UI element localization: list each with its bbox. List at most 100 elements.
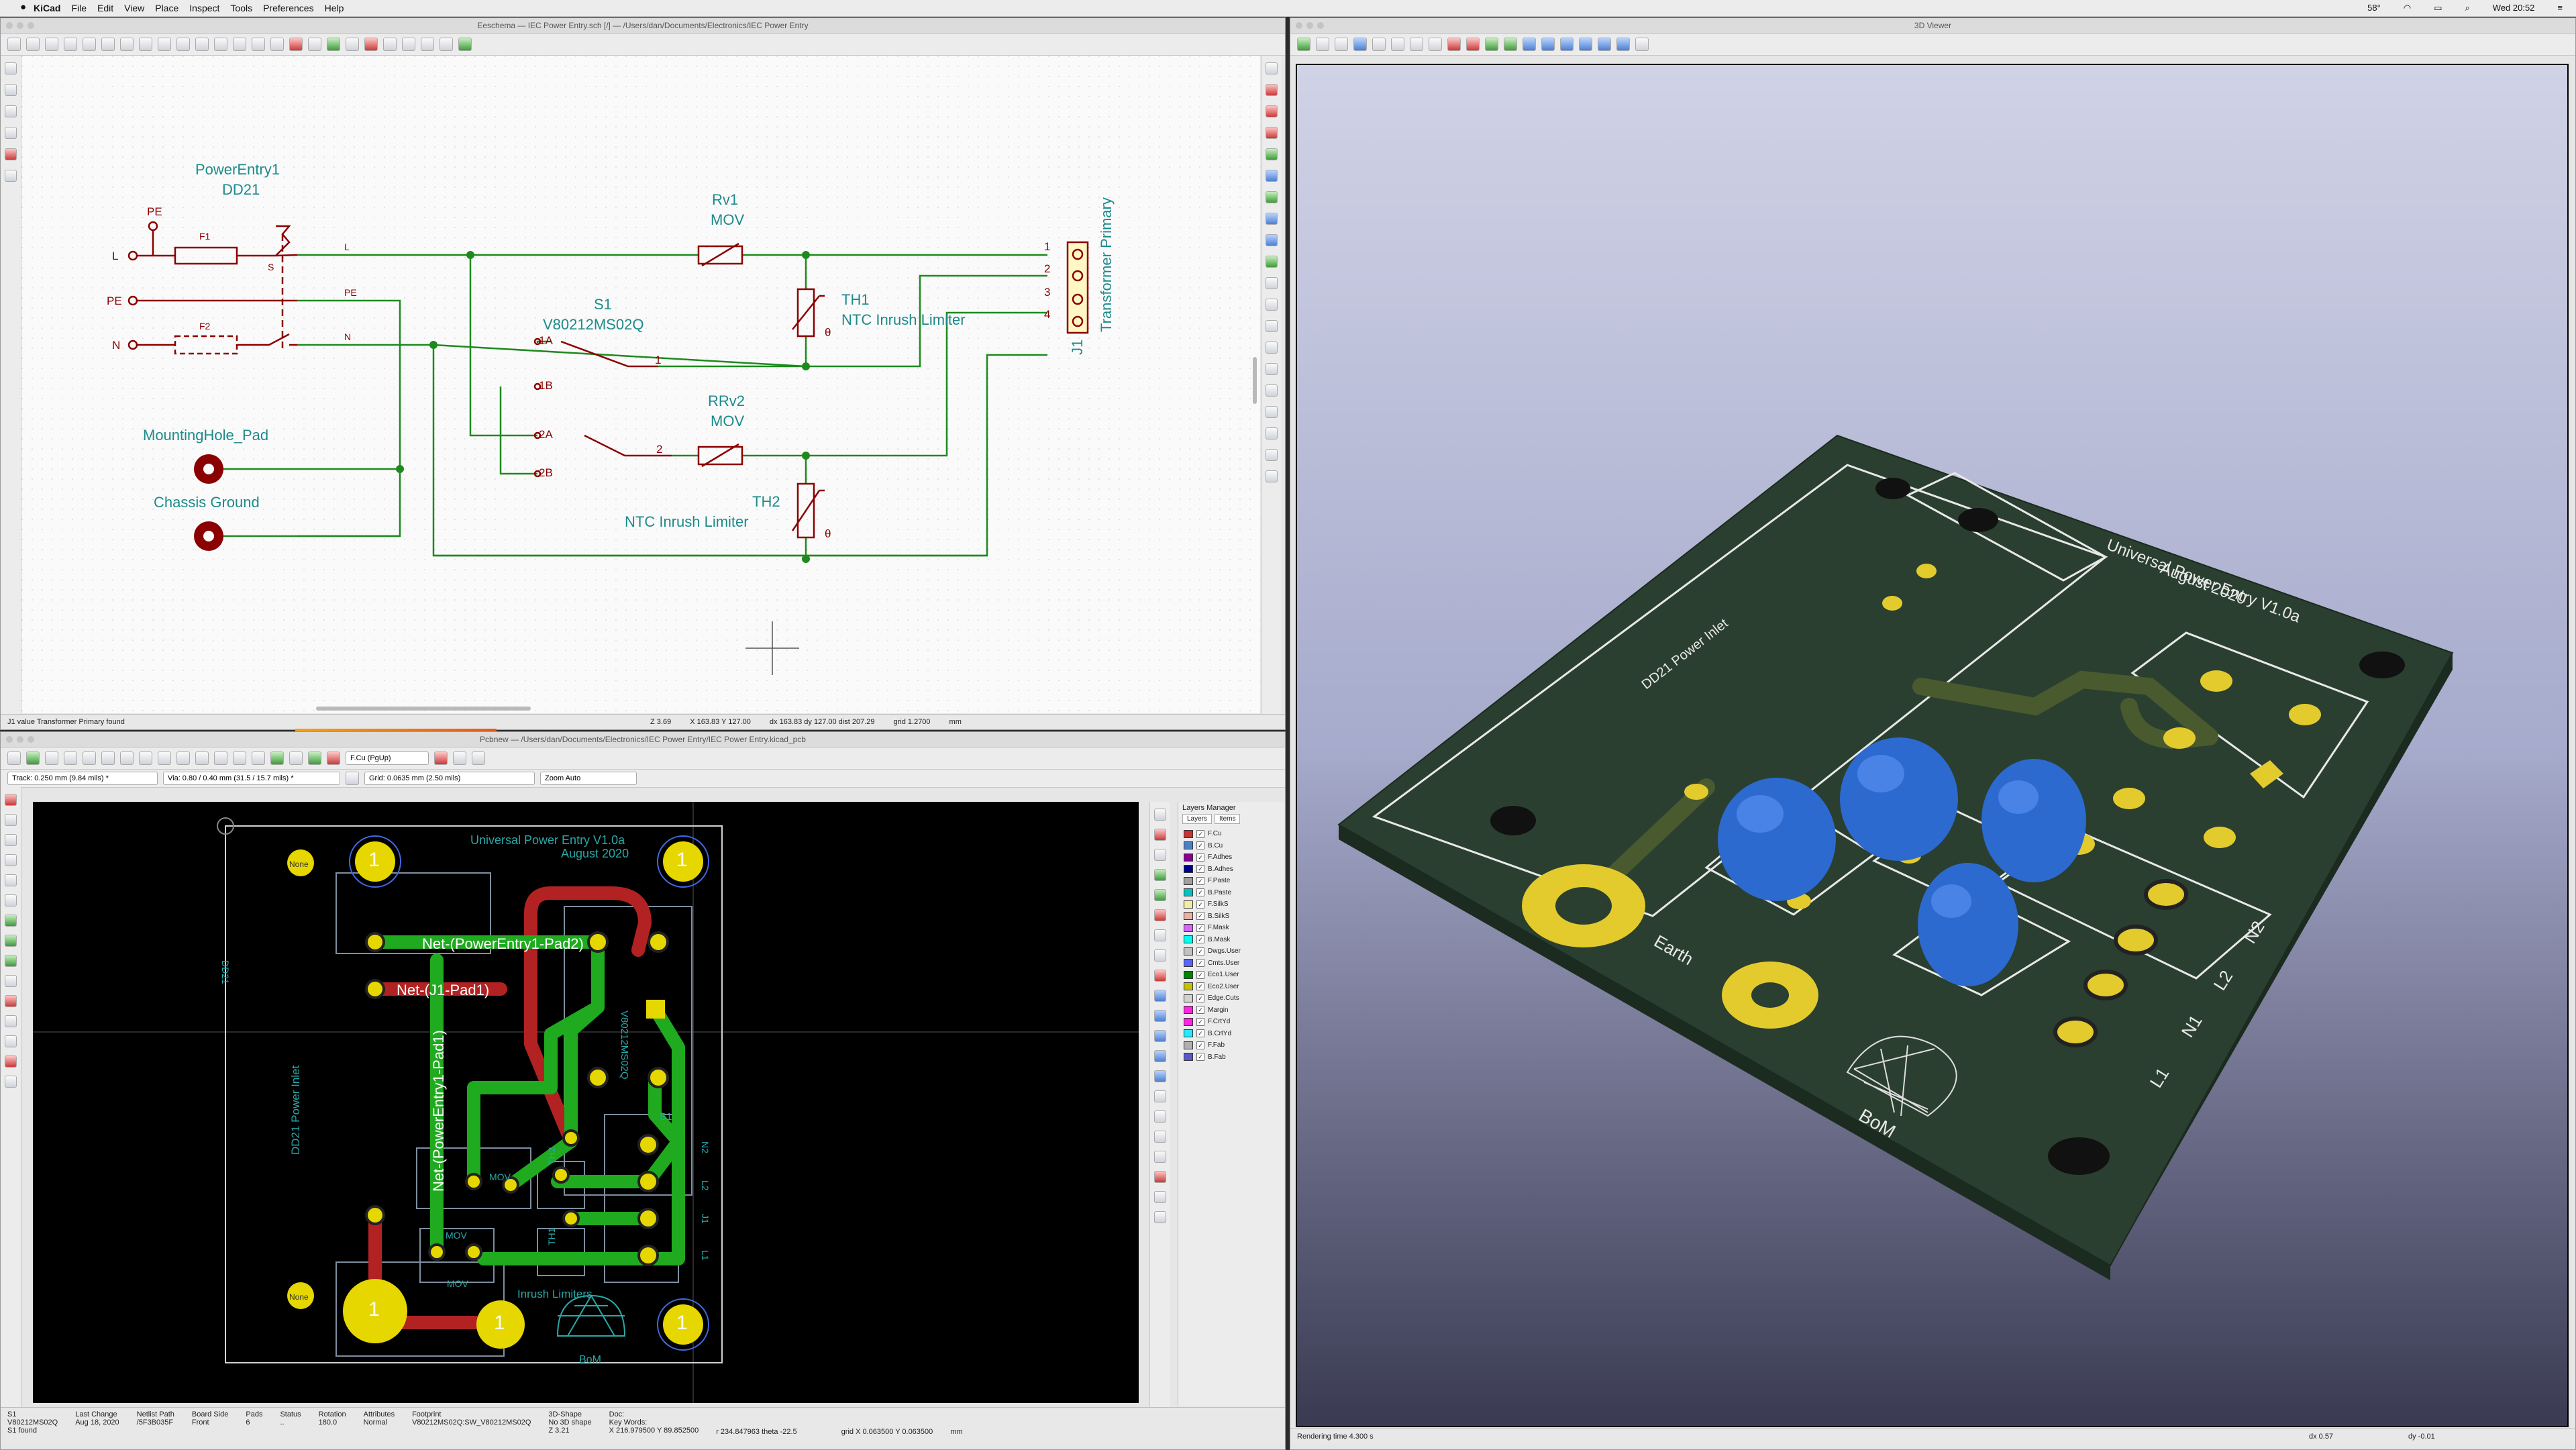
layer-visibility-checkbox[interactable]: ✓ <box>1196 994 1204 1002</box>
layer-row[interactable]: ✓F.Mask <box>1178 922 1284 934</box>
sch-s1-val[interactable]: V80212MS02Q <box>543 316 643 333</box>
print-icon[interactable] <box>83 38 96 51</box>
delete-icon[interactable] <box>1154 1151 1166 1163</box>
layer-color-swatch[interactable] <box>1184 1029 1193 1038</box>
schematic-h-scrollbar[interactable] <box>316 707 531 711</box>
layer-row[interactable]: ✓B.Cu <box>1178 840 1284 852</box>
menu-tools[interactable]: Tools <box>230 3 253 13</box>
sch-rv1-val[interactable]: MOV <box>711 211 744 228</box>
grid-toggle-icon[interactable] <box>5 62 17 74</box>
route-track-icon[interactable] <box>1154 889 1166 901</box>
sch-chassis-ground[interactable]: Chassis Ground <box>154 494 260 511</box>
close-button[interactable] <box>6 736 13 743</box>
sch-powerentry-val[interactable]: DD21 <box>222 181 260 198</box>
local-ratsnest-icon[interactable] <box>1154 849 1166 861</box>
find-icon[interactable] <box>158 752 171 765</box>
layer-color-swatch[interactable] <box>1184 841 1193 850</box>
add-zone-icon[interactable] <box>1154 970 1166 982</box>
layer-color-swatch[interactable] <box>1184 1006 1193 1015</box>
layer-row[interactable]: ✓B.SilkS <box>1178 911 1284 923</box>
add-power-icon[interactable] <box>1266 127 1278 139</box>
tune-length-icon[interactable] <box>1154 929 1166 941</box>
sch-powerentry-ref[interactable]: PowerEntry1 <box>195 161 280 178</box>
menu-place[interactable]: Place <box>155 3 179 13</box>
layer-row[interactable]: ✓Margin <box>1178 1004 1284 1017</box>
zoom-button[interactable] <box>28 736 34 743</box>
search-icon[interactable]: ⌕ <box>2465 3 2470 13</box>
layer-color-swatch[interactable] <box>1184 912 1193 921</box>
hierarchy-icon[interactable] <box>270 38 284 51</box>
find-icon[interactable] <box>139 38 152 51</box>
layer-visibility-checkbox[interactable]: ✓ <box>1196 970 1204 979</box>
layer-visibility-checkbox[interactable]: ✓ <box>1196 829 1204 838</box>
save-icon[interactable] <box>45 38 58 51</box>
units-mm-icon[interactable] <box>5 105 17 117</box>
rotate-x-ccw-icon[interactable] <box>1466 38 1480 51</box>
import-sheet-pin-icon[interactable] <box>1266 363 1278 375</box>
track-width-select[interactable]: Track: 0.250 mm (9.84 mils) * <box>7 772 158 785</box>
add-via-icon[interactable] <box>1154 949 1166 962</box>
tab-items[interactable]: Items <box>1215 814 1241 824</box>
drill-origin-icon[interactable] <box>1154 1171 1166 1183</box>
open-board-icon[interactable] <box>26 752 40 765</box>
sch-th2-ref[interactable]: TH2 <box>752 493 780 510</box>
via-size-select[interactable]: Via: 0.80 / 0.40 mm (31.5 / 15.7 mils) * <box>163 772 340 785</box>
menu-file[interactable]: File <box>71 3 87 13</box>
zones-outline-icon[interactable] <box>5 975 17 987</box>
close-button[interactable] <box>6 22 13 29</box>
layer-visibility-checkbox[interactable]: ✓ <box>1196 1029 1204 1038</box>
add-circle-icon[interactable] <box>1154 1030 1166 1042</box>
sch-j1-ref[interactable]: J1 <box>1069 340 1086 355</box>
layer-row[interactable]: ✓B.Mask <box>1178 934 1284 946</box>
layer-row[interactable]: ✓F.Paste <box>1178 875 1284 887</box>
select-icon[interactable] <box>1266 62 1278 74</box>
sch-mounting-hole[interactable]: MountingHole_Pad <box>143 427 268 444</box>
zoom-fit-icon[interactable] <box>1429 38 1442 51</box>
layer-row[interactable]: ✓F.Fab <box>1178 1039 1284 1051</box>
layer-visibility-checkbox[interactable]: ✓ <box>1196 959 1204 968</box>
symbol-editor-icon[interactable] <box>308 38 321 51</box>
zoom-in-icon[interactable] <box>1372 38 1386 51</box>
layer-row[interactable]: ✓B.CrtYd <box>1178 1028 1284 1040</box>
layer-visibility-checkbox[interactable]: ✓ <box>1196 947 1204 955</box>
layer-visibility-checkbox[interactable]: ✓ <box>1196 876 1204 885</box>
netlist-icon[interactable] <box>440 38 453 51</box>
layer-row[interactable]: ✓B.Paste <box>1178 887 1284 899</box>
replace-icon[interactable] <box>158 38 171 51</box>
edit-fields-icon[interactable] <box>421 38 434 51</box>
grid-origin-icon[interactable] <box>1154 1191 1166 1203</box>
hidden-pins-icon[interactable] <box>5 148 17 160</box>
annotate-icon[interactable] <box>346 38 359 51</box>
layer-visibility-checkbox[interactable]: ✓ <box>1196 1053 1204 1061</box>
layer-color-swatch[interactable] <box>1184 1017 1193 1026</box>
refresh-icon[interactable] <box>176 752 190 765</box>
menu-preferences[interactable]: Preferences <box>263 3 314 13</box>
footprint-browser-icon[interactable] <box>289 752 303 765</box>
save-board-icon[interactable] <box>45 752 58 765</box>
sch-th2-val[interactable]: NTC Inrush Limiter <box>625 513 749 530</box>
drc-icon[interactable] <box>327 752 340 765</box>
graphic-line-icon[interactable] <box>1266 406 1278 418</box>
layer-visibility-checkbox[interactable]: ✓ <box>1196 1017 1204 1026</box>
layer-visibility-checkbox[interactable]: ✓ <box>1196 865 1204 874</box>
layer-color-swatch[interactable] <box>1184 923 1193 932</box>
layer-color-swatch[interactable] <box>1184 970 1193 979</box>
layer-visibility-checkbox[interactable]: ✓ <box>1196 900 1204 909</box>
layer-color-swatch[interactable] <box>1184 1041 1193 1049</box>
drc-markers-icon[interactable] <box>5 794 17 806</box>
redo-icon[interactable] <box>139 752 152 765</box>
menu-edit[interactable]: Edit <box>97 3 114 13</box>
text-icon[interactable] <box>1266 427 1278 439</box>
wire-entry-icon[interactable] <box>1266 191 1278 203</box>
layer-color-swatch[interactable] <box>1184 853 1193 862</box>
layer-visibility-checkbox[interactable]: ✓ <box>1196 1041 1204 1049</box>
units-mm-icon[interactable] <box>5 874 17 886</box>
page-settings-icon[interactable] <box>64 38 77 51</box>
layer-row[interactable]: ✓B.Adhes <box>1178 864 1284 876</box>
battery-icon[interactable]: ▭ <box>2434 3 2442 13</box>
new-board-icon[interactable] <box>7 752 21 765</box>
curved-ratsnest-icon[interactable] <box>5 935 17 947</box>
bus-entry-icon[interactable] <box>1266 213 1278 225</box>
cursor-shape-icon[interactable] <box>5 127 17 139</box>
zoom-out-icon[interactable] <box>214 752 227 765</box>
